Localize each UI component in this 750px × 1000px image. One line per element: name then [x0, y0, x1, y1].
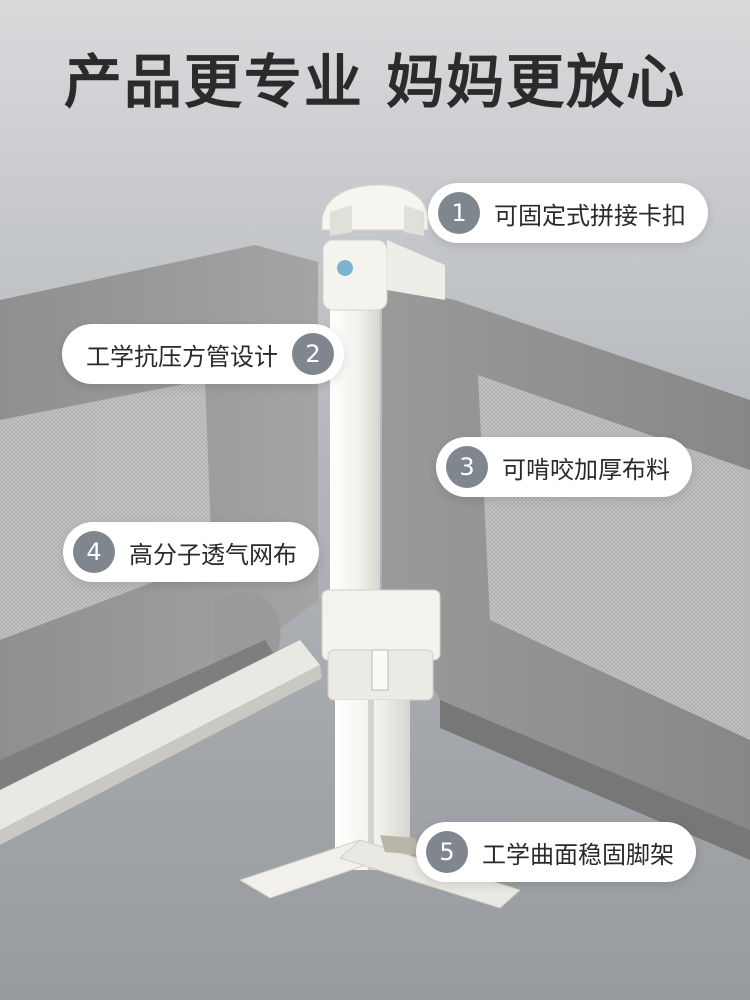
left-bottom-rail — [0, 640, 322, 845]
callout-5: 5 工学曲面稳固脚架 — [416, 822, 696, 882]
callout-1: 1 可固定式拼接卡扣 — [428, 183, 708, 243]
callout-2: 工学抗压方管设计 2 — [62, 324, 344, 384]
callout-number-badge: 1 — [438, 192, 480, 234]
callout-number-badge: 2 — [292, 333, 334, 375]
callout-label: 高分子透气网布 — [129, 540, 297, 569]
headline: 产品更专业 妈妈更放心 — [63, 48, 687, 116]
callout-4: 4 高分子透气网布 — [63, 522, 319, 582]
callout-label: 工学抗压方管设计 — [86, 342, 278, 371]
callout-number-badge: 4 — [73, 531, 115, 573]
callout-label: 工学曲面稳固脚架 — [482, 840, 674, 869]
callout-label: 可啃咬加厚布料 — [502, 455, 670, 484]
callout-number-badge: 5 — [426, 831, 468, 873]
callout-number-badge: 3 — [446, 446, 488, 488]
callout-label: 可固定式拼接卡扣 — [494, 201, 686, 230]
end-cap — [321, 184, 429, 236]
central-pole — [321, 239, 445, 870]
callout-3: 3 可啃咬加厚布料 — [436, 437, 692, 497]
right-fabric-panel — [382, 285, 750, 860]
